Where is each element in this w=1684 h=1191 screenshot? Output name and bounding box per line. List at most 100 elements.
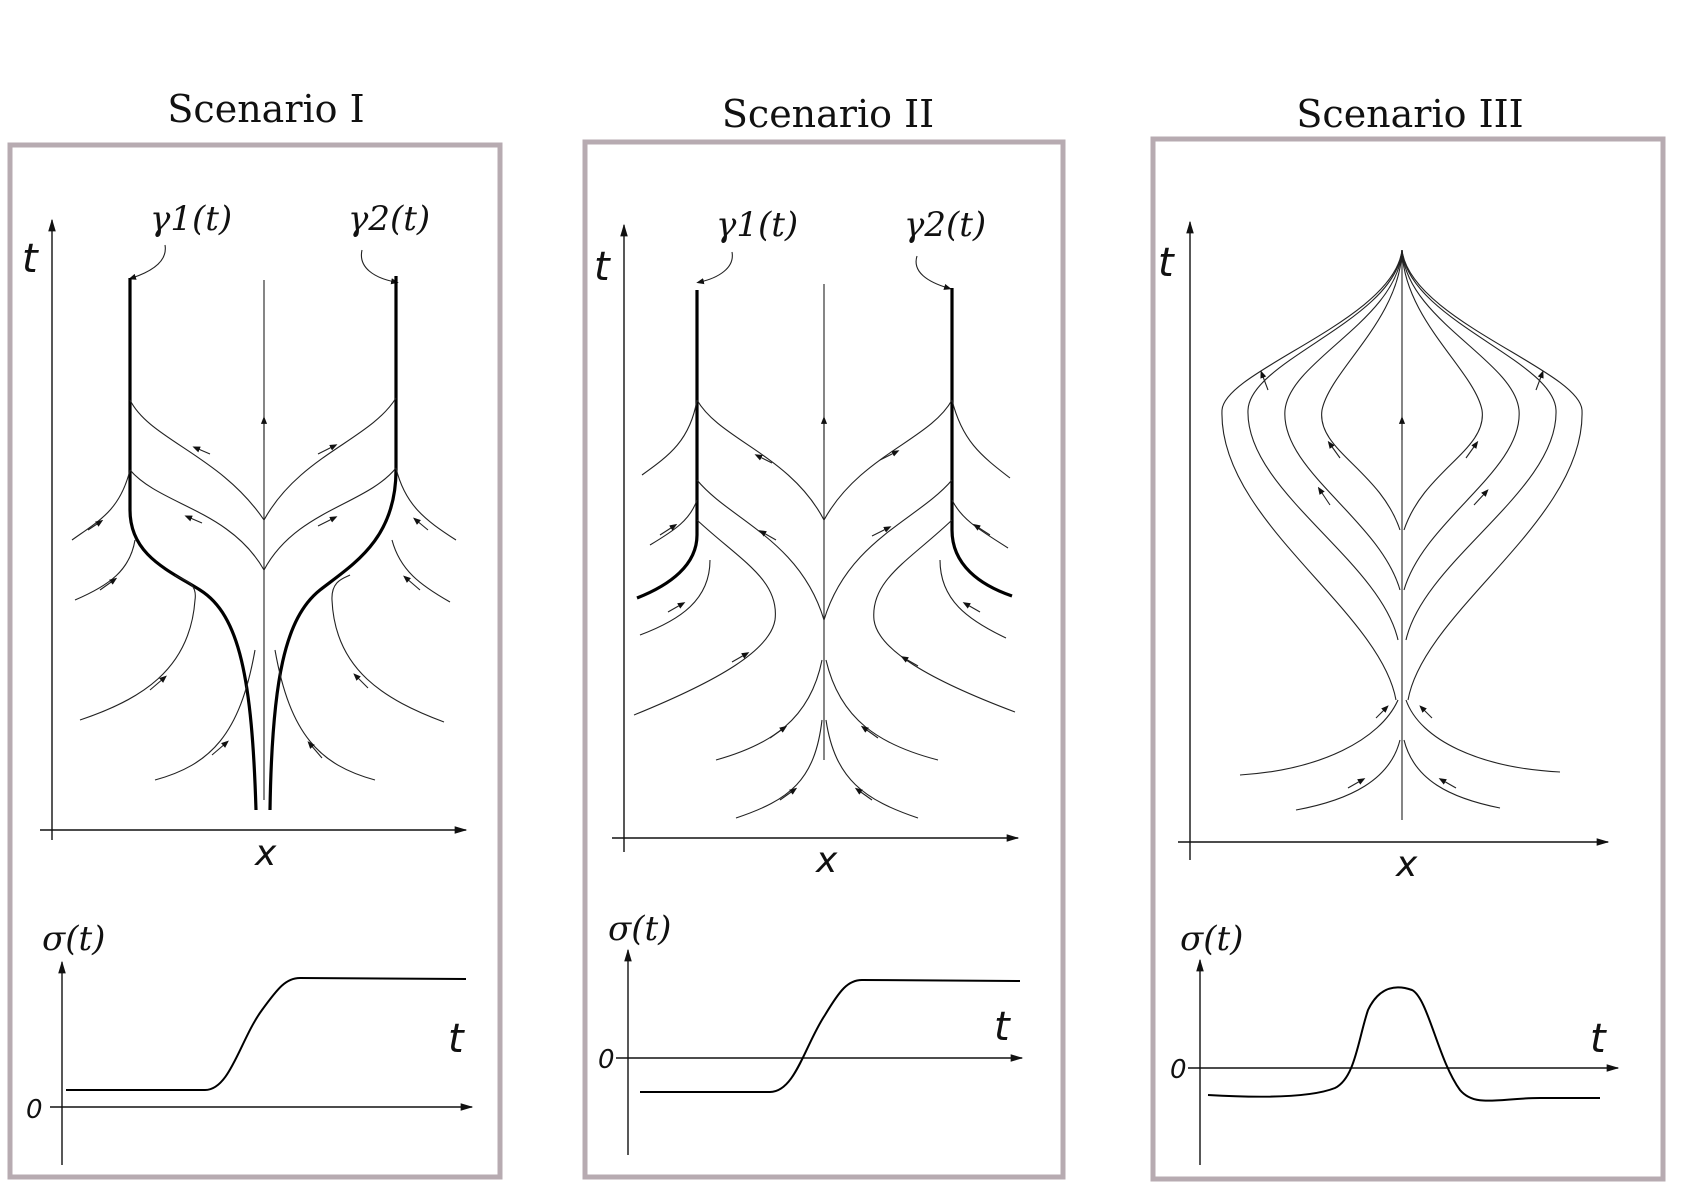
sigma-t-label: t bbox=[448, 1016, 465, 1062]
trajectory bbox=[274, 649, 376, 781]
trajectory bbox=[939, 559, 1007, 639]
sigma-t-label: t bbox=[994, 1004, 1011, 1050]
trajectory bbox=[951, 499, 1009, 549]
flow-arrow bbox=[779, 787, 798, 801]
flow-arrow bbox=[854, 787, 873, 801]
trajectory bbox=[79, 574, 196, 721]
trajectory bbox=[1284, 249, 1403, 591]
panel-frame bbox=[1150, 136, 1666, 1182]
trajectory bbox=[649, 499, 698, 546]
trajectory bbox=[1239, 699, 1399, 776]
t-axis-label: t bbox=[1158, 240, 1175, 286]
x-axis-label: x bbox=[1395, 844, 1418, 885]
trajectory bbox=[823, 399, 953, 521]
trajectory bbox=[639, 559, 711, 636]
trajectory bbox=[263, 397, 397, 521]
gamma1-curve bbox=[128, 278, 258, 811]
trajectory bbox=[1401, 249, 1557, 641]
t-axis-label: t bbox=[594, 244, 611, 290]
trajectory bbox=[1221, 249, 1403, 701]
panel-title: Scenario I bbox=[167, 87, 364, 131]
gamma2-label: γ2(t) bbox=[348, 199, 430, 239]
trajectory bbox=[825, 659, 939, 761]
flow-arrow bbox=[754, 454, 773, 464]
trajectory bbox=[154, 649, 256, 781]
flow-arrow bbox=[769, 725, 788, 739]
gamma2-label: γ2(t) bbox=[904, 205, 986, 245]
trajectory bbox=[1401, 249, 1483, 531]
flow-arrow bbox=[149, 675, 167, 691]
gamma2-pointer bbox=[915, 255, 952, 290]
panel-title: Scenario III bbox=[1296, 92, 1523, 136]
gamma1-pointer bbox=[128, 244, 166, 280]
trajectory bbox=[951, 399, 1011, 479]
trajectory bbox=[735, 719, 823, 819]
flow-arrow bbox=[1438, 778, 1457, 789]
flow-arrow bbox=[211, 740, 229, 756]
flow-arrow bbox=[1260, 370, 1269, 391]
zero-label: 0 bbox=[598, 1045, 615, 1075]
trajectory bbox=[1295, 739, 1401, 811]
trajectory bbox=[1321, 249, 1403, 531]
sigma-label: σ(t) bbox=[608, 909, 671, 949]
flow-arrow bbox=[879, 450, 900, 461]
flow-arrow bbox=[317, 444, 338, 455]
trajectory bbox=[1247, 249, 1403, 641]
x-axis-label: x bbox=[254, 833, 277, 874]
trajectory bbox=[1403, 739, 1501, 809]
flow-arrow bbox=[1473, 489, 1489, 506]
flow-arrow bbox=[192, 446, 211, 455]
flow-arrow bbox=[860, 725, 879, 739]
sigma-curve bbox=[1207, 986, 1600, 1102]
trajectory bbox=[74, 539, 136, 601]
gamma1-label: γ1(t) bbox=[716, 205, 798, 245]
trajectory bbox=[633, 519, 776, 716]
gamma1-label: γ1(t) bbox=[150, 199, 232, 239]
flow-arrow bbox=[962, 602, 981, 613]
trajectory bbox=[825, 719, 919, 819]
trajectory bbox=[696, 479, 825, 621]
flow-arrow bbox=[1327, 440, 1341, 459]
flow-arrow bbox=[99, 577, 118, 591]
flow-arrow bbox=[317, 516, 338, 527]
flow-arrow bbox=[403, 575, 421, 591]
trajectory bbox=[1401, 249, 1520, 591]
gamma2-pointer bbox=[360, 249, 399, 285]
panel-scenario-2: Scenario II t x γ1(t) γ2(t) bbox=[582, 92, 1066, 1180]
gamma1-curve bbox=[636, 290, 699, 600]
flow-arrow bbox=[972, 523, 991, 536]
panel-scenario-1: Scenario I t x γ1(t) γ2(t) bbox=[7, 87, 503, 1180]
flow-arrow bbox=[758, 530, 777, 541]
x-axis-label: x bbox=[815, 840, 838, 881]
sigma-curve bbox=[640, 978, 1021, 1093]
flow-arrow bbox=[900, 656, 919, 667]
flow-arrow bbox=[184, 515, 203, 524]
gamma1-pointer bbox=[696, 251, 733, 285]
trajectory bbox=[1401, 249, 1583, 701]
trajectory bbox=[873, 519, 1016, 713]
flow-arrow bbox=[413, 517, 429, 531]
panel-frame bbox=[7, 142, 503, 1180]
trajectory bbox=[715, 659, 823, 761]
flow-arrow bbox=[731, 652, 750, 663]
flow-arrow bbox=[87, 519, 104, 531]
trajectory bbox=[263, 467, 397, 571]
flow-arrow bbox=[307, 741, 323, 759]
trajectory bbox=[823, 479, 953, 621]
sigma-label: σ(t) bbox=[42, 919, 105, 959]
flow-arrow bbox=[1465, 440, 1479, 459]
flow-arrow bbox=[1317, 486, 1331, 506]
zero-label: 0 bbox=[1170, 1055, 1187, 1085]
flow-arrow bbox=[659, 523, 678, 536]
trajectory bbox=[71, 469, 131, 541]
gamma2-curve bbox=[950, 288, 1013, 598]
trajectory bbox=[641, 399, 698, 476]
sigma-curve bbox=[66, 976, 467, 1091]
flow-arrow bbox=[871, 526, 892, 537]
trajectory bbox=[395, 467, 457, 541]
panel-title: Scenario II bbox=[722, 92, 934, 136]
trajectory bbox=[129, 399, 265, 521]
panel-frame bbox=[582, 139, 1066, 1180]
trajectory bbox=[331, 574, 445, 723]
